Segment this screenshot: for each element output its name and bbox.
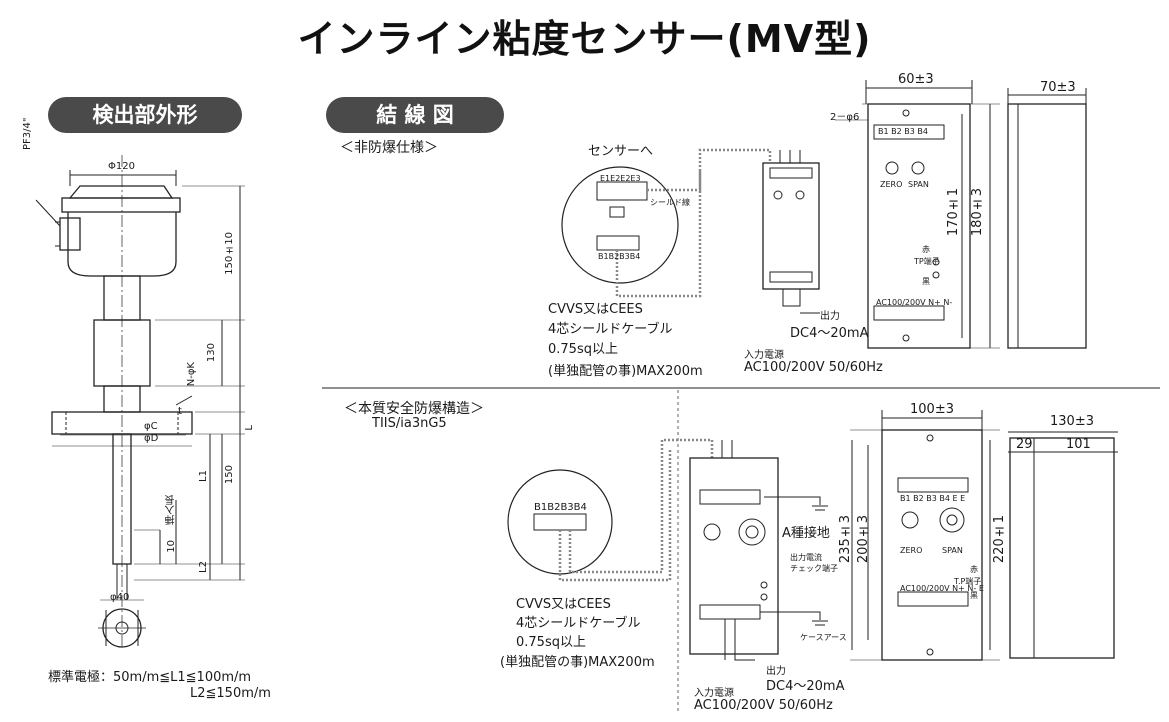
std-electrode-line1: 標準電極：50m/m≦L1≦100m/m <box>48 670 252 685</box>
panel-terminals-top: B1 B2 B3 B4 <box>878 127 928 136</box>
intrinsic-cable-length: (単独配管の事)MAX200m <box>500 655 655 670</box>
width-70: 70±3 <box>1040 80 1076 95</box>
span-label: SPAN <box>908 180 929 189</box>
height-235: 235±3 <box>838 515 853 564</box>
shield-label: シールド線 <box>650 198 690 207</box>
intrinsic-b-terminals: B1B2B3B4 <box>534 502 587 513</box>
intrinsic-cable-type: CVVS又はCEES <box>516 597 611 612</box>
phid-label: φD <box>144 433 159 444</box>
intrinsic-cable-size: 0.75sq以上 <box>516 635 586 650</box>
phi120-label: Φ120 <box>108 161 135 172</box>
L1-label: L1 <box>198 470 209 482</box>
insert-label: 挿入長 <box>166 495 177 525</box>
power-ac: AC100/200V 50/60Hz <box>744 360 883 375</box>
d150b-label: 150 <box>224 465 235 485</box>
width-100: 100±3 <box>910 402 954 417</box>
intrinsic-wiring <box>507 410 1118 661</box>
d150-label: 150±10 <box>224 232 235 275</box>
hole-label: 2－φ6 <box>830 112 860 123</box>
tp-black: 黒 <box>922 277 930 286</box>
output-label: 出力 <box>820 311 840 322</box>
depth-29: 29 <box>1016 437 1033 452</box>
intrinsic-code: TIIS/ia3nG5 <box>372 416 447 431</box>
L-label: L <box>244 425 255 431</box>
phic-label: φC <box>144 421 158 432</box>
tp-label: TP端子 <box>914 257 940 266</box>
ground-label: A種接地 <box>782 526 830 541</box>
t-label: t <box>178 406 182 417</box>
page-title: インライン粘度センサー(MV型) <box>297 17 872 61</box>
intrinsic-tp-red: 赤 <box>970 565 978 574</box>
width-130: 130±3 <box>1050 414 1094 429</box>
zero-label: ZERO <box>880 180 903 189</box>
intrinsic-power-in: 入力電源 <box>694 688 734 699</box>
height-180: 180±3 <box>970 188 985 237</box>
tp-red: 赤 <box>922 245 930 254</box>
nphik-label: N-φK <box>186 362 197 387</box>
intrinsic-heading: ＜本質安全防爆構造＞ <box>344 401 484 417</box>
cable-spec: 4芯シールドケーブル <box>548 322 673 337</box>
intrinsic-zero-label: ZERO <box>900 546 923 555</box>
power-in-label: 入力電源 <box>744 350 784 361</box>
depth-101: 101 <box>1066 437 1091 452</box>
wiring-section-badge: 結 線 図 <box>326 97 504 133</box>
std-electrode-line2: L2≦150m/m <box>190 686 271 701</box>
L2-label: L2 <box>198 561 209 573</box>
intrinsic-output-dc: DC4～20mA <box>766 679 845 694</box>
intrinsic-span-label: SPAN <box>942 546 963 555</box>
check-label-1: 出力電流 <box>790 553 822 562</box>
intrinsic-tp-black: 黒 <box>970 591 978 600</box>
cable-length: (単独配管の事)MAX200m <box>548 364 703 379</box>
case-earth-label: ケースアース <box>800 633 847 642</box>
to-sensor-label: センサーへ <box>588 144 654 159</box>
e-terminals: E1E2E2E3 <box>600 174 641 183</box>
width-60: 60±3 <box>898 72 934 87</box>
check-label-2: チェック端子 <box>790 564 838 573</box>
d130-label: 130 <box>206 343 217 363</box>
intrinsic-output-label: 出力 <box>766 666 786 677</box>
intrinsic-tp-label: T.P端子 <box>954 577 982 586</box>
pf-label: PF3/4" <box>22 117 33 150</box>
intrinsic-power-ac: AC100/200V 50/60Hz <box>694 698 833 713</box>
detector-section-badge: 検出部外形 <box>48 97 242 133</box>
height-200: 200±3 <box>856 515 871 564</box>
intrinsic-panel-terminals-top: B1 B2 B3 B4 E E <box>900 494 966 503</box>
output-dc: DC4～20mA <box>790 326 869 341</box>
phi40-label: φ40 <box>110 592 130 603</box>
height-220: 220±1 <box>992 515 1007 564</box>
panel-terminals-bottom: AC100/200V N+ N- <box>876 298 953 307</box>
nonexplosion-wiring <box>561 80 1087 349</box>
height-170: 170±1 <box>946 188 961 237</box>
cable-size: 0.75sq以上 <box>548 342 618 357</box>
nonexplosion-heading: ＜非防爆仕様＞ <box>340 140 438 156</box>
d10-label: 10 <box>166 540 177 553</box>
intrinsic-cable-spec: 4芯シールドケーブル <box>516 616 641 631</box>
intrinsic-panel-terminals-bottom: AC100/200V N+ N- E <box>900 584 984 593</box>
b-terminals: B1B2B3B4 <box>598 252 641 261</box>
cable-type: CVVS又はCEES <box>548 302 643 317</box>
detector-outline <box>35 155 245 650</box>
